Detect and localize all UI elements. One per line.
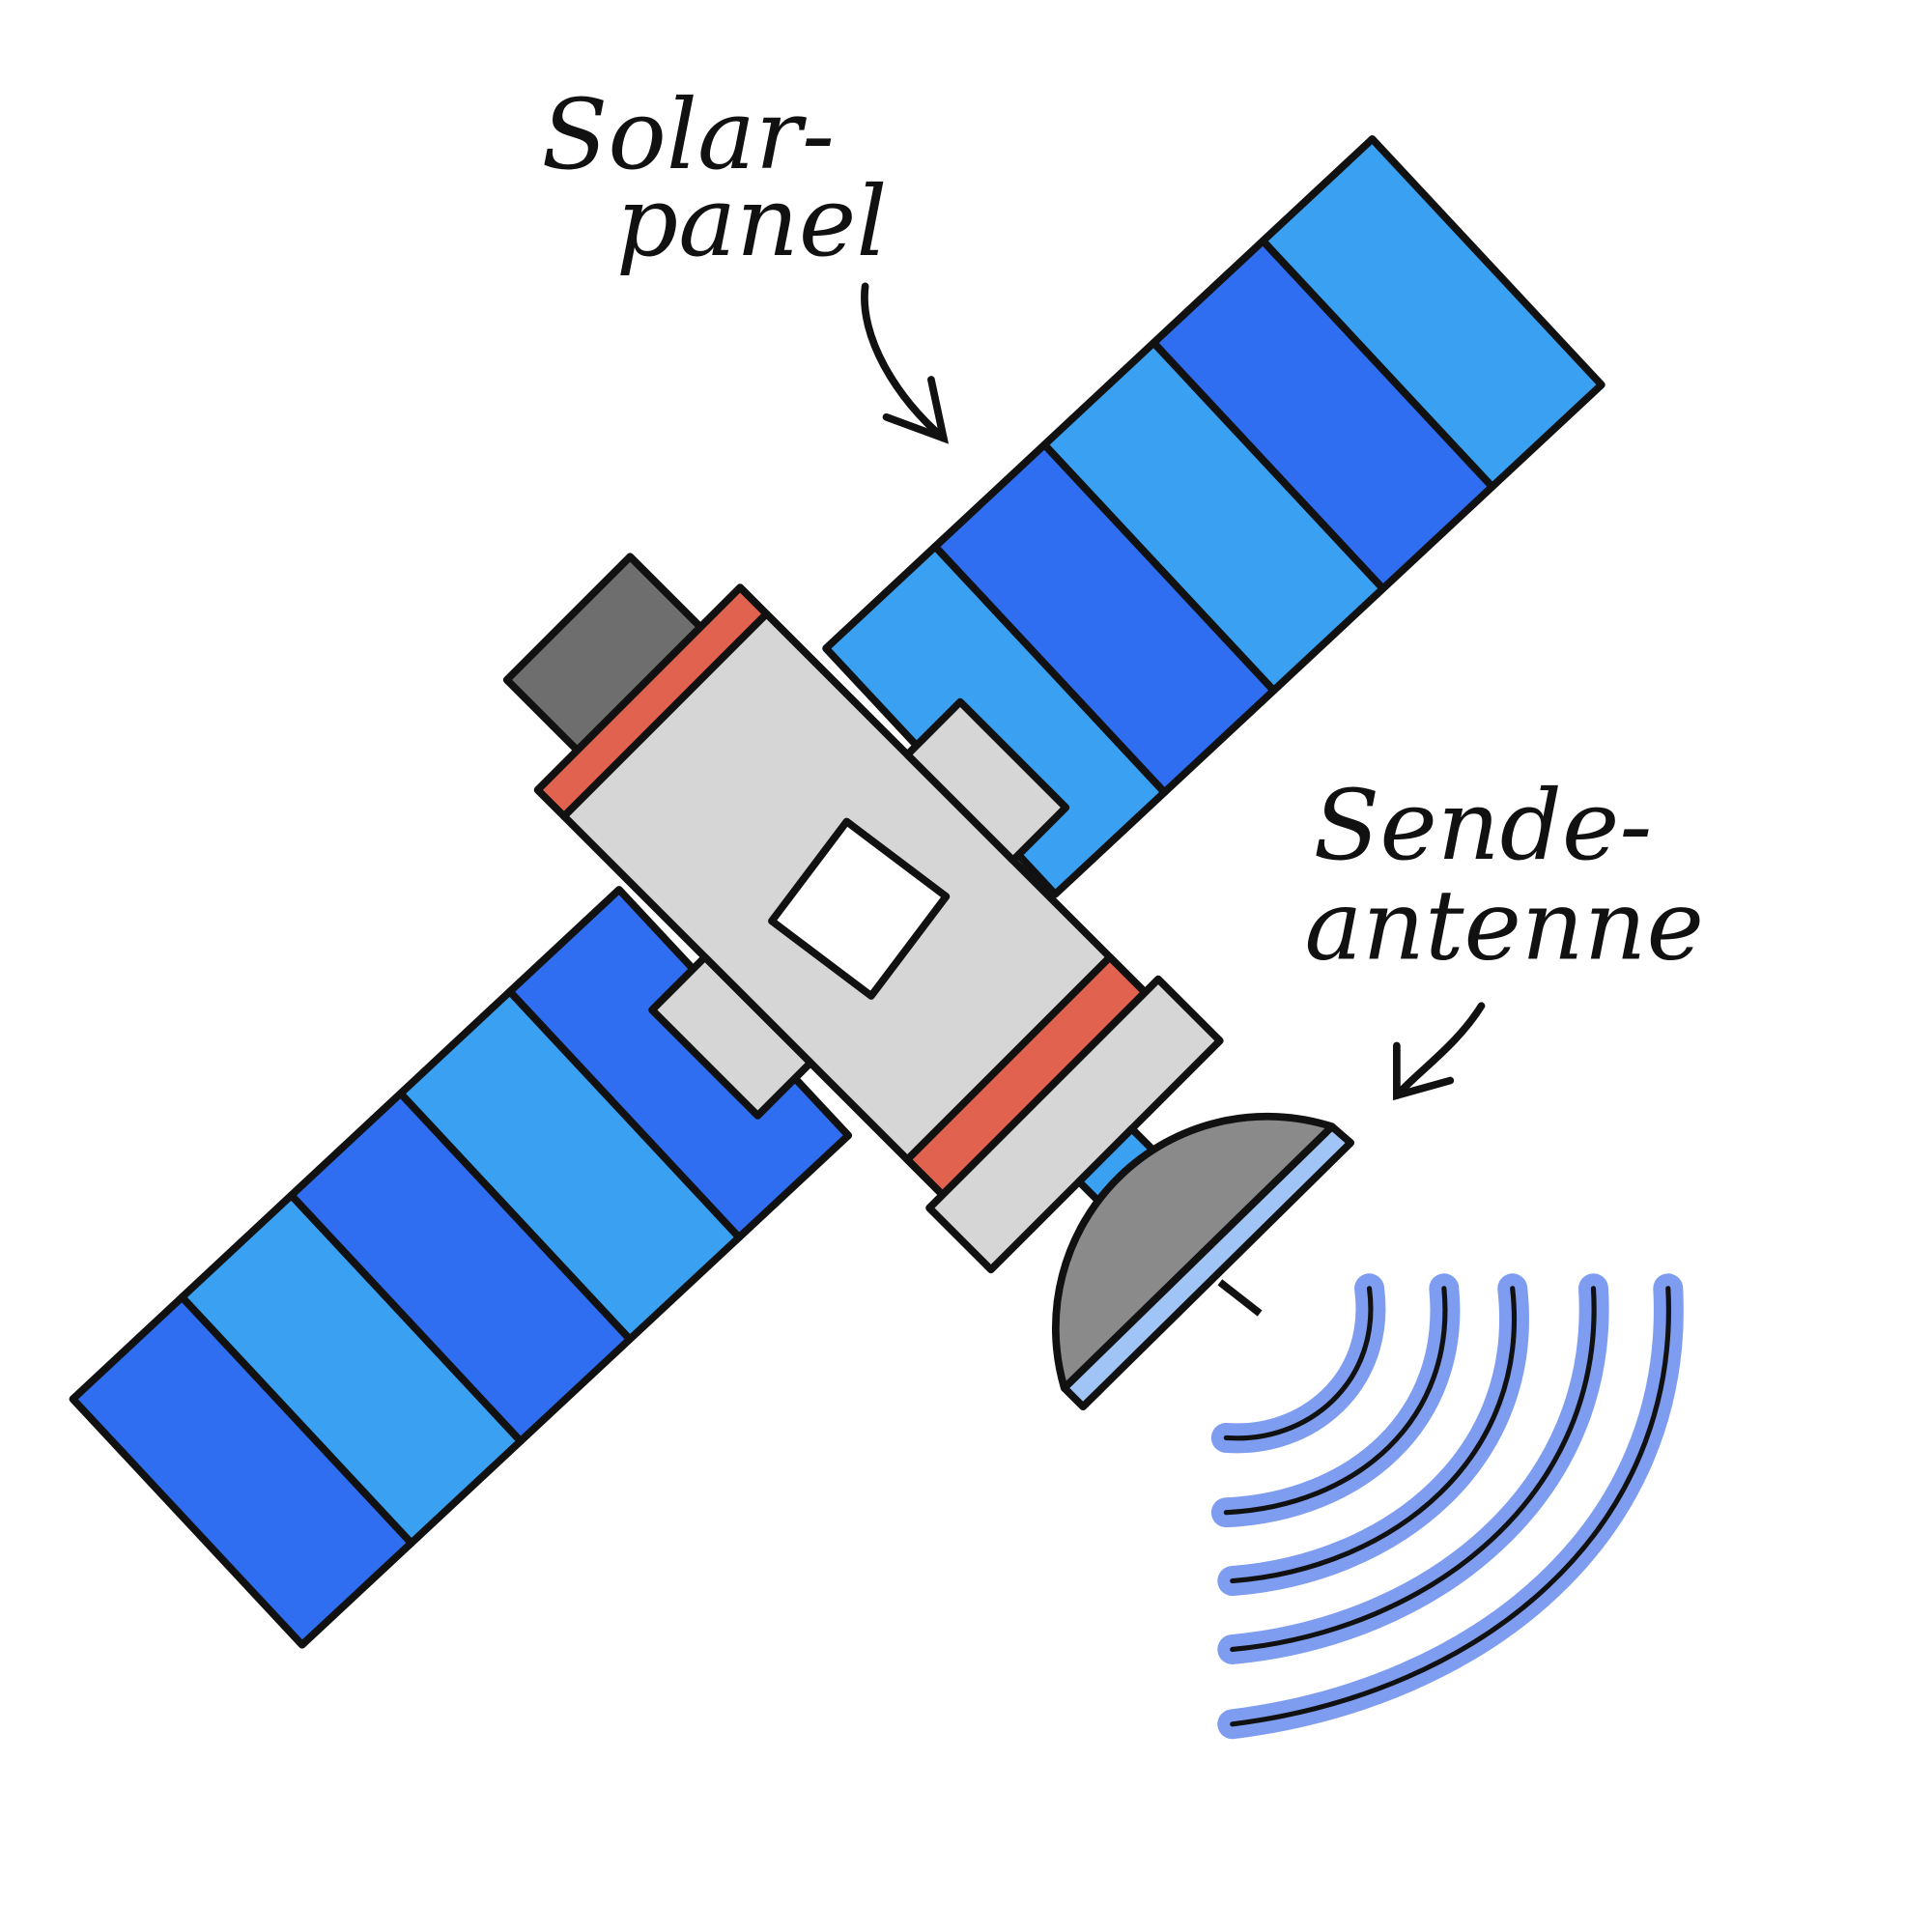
upper-solar-panel	[822, 135, 1605, 898]
antenna-label-line1: Sende-	[1314, 769, 1653, 882]
solar-panel-label-line2: panel	[616, 165, 888, 278]
dish-antenna	[1051, 1112, 1355, 1411]
lower-solar-panel	[69, 886, 853, 1649]
signal-waves	[1210, 1273, 1684, 1740]
satellite-body	[502, 553, 1224, 1274]
arrow-icon	[861, 282, 1486, 1101]
solar-panel-label-line1: Solar-	[542, 78, 835, 191]
antenna-label-line2: antenne	[1305, 868, 1704, 981]
window	[768, 817, 951, 1000]
